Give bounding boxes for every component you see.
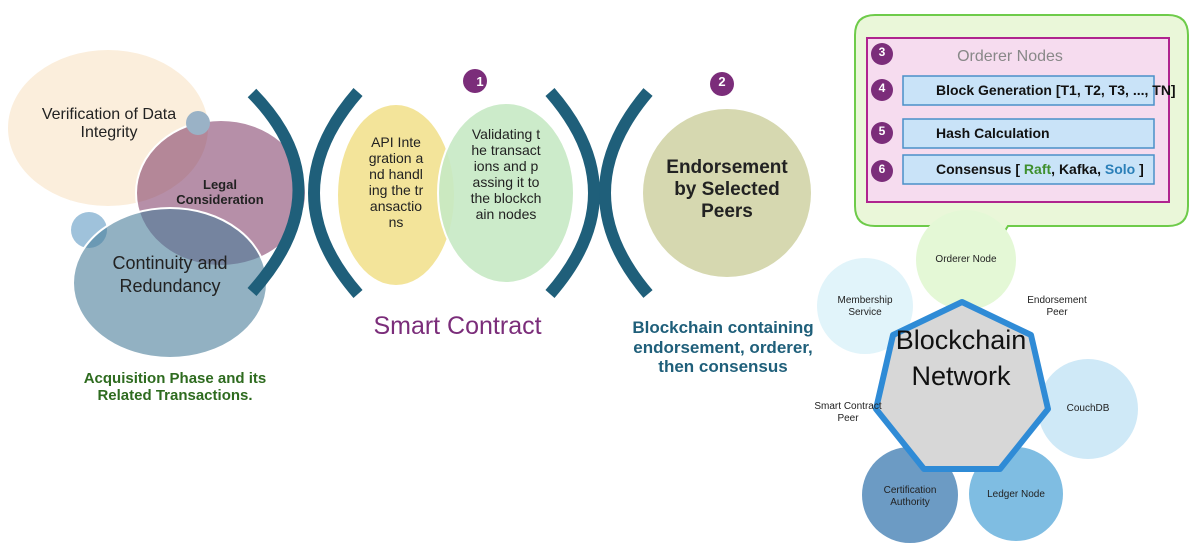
validate-label: Validating the transactions and passing … <box>470 126 542 223</box>
badge-3-label: 3 <box>878 45 886 59</box>
membership-node-label: Membership Service <box>837 295 893 318</box>
smart-contract-left-bracket <box>308 88 363 298</box>
endorsement-label: Endorsement by Selected Peers <box>666 157 788 222</box>
step-block-generation: Block Generation [T1, T2, T3, ..., TN] <box>936 82 1176 98</box>
badge-6-label: 6 <box>878 162 886 176</box>
badge-4-label: 4 <box>878 81 886 95</box>
badge-5 <box>871 122 893 144</box>
validate-ellipse <box>437 102 575 284</box>
endorsement-caption: Blockchain containing endorsement, order… <box>632 318 814 377</box>
api-label: API Integration and handling the transac… <box>368 134 424 231</box>
small-bubble-top <box>186 111 210 135</box>
badge-5-label: 5 <box>878 124 886 138</box>
acquisition-right-bracket <box>247 88 305 296</box>
step-box-block-generation <box>902 75 1155 106</box>
orderer-node-circle <box>916 210 1016 310</box>
endorsement-peer-node-circle <box>1012 257 1104 349</box>
membership-node-circle <box>817 258 913 354</box>
step-consensus: Consensus [ Raft, Kafka, Solo ] <box>936 161 1144 177</box>
badge-4 <box>871 79 893 101</box>
legal-label: Legal Consideration <box>176 177 264 207</box>
ca-node-label: Certification Authority <box>883 485 937 508</box>
step-box-hash <box>902 118 1155 149</box>
badge-1 <box>463 69 487 93</box>
consensus-option-raft: Raft <box>1023 161 1052 177</box>
blockchain-network-label: Blockchain Network <box>895 325 1027 392</box>
endorsement-peer-node-label: Endorsement Peer <box>1027 295 1087 318</box>
ledger-node-label: Ledger Node <box>987 489 1045 500</box>
acquisition-caption: Acquisition Phase and its Related Transa… <box>83 370 267 405</box>
orderer-node-label: Orderer Node <box>935 254 997 265</box>
blockchain-network-hexagon <box>873 299 1051 472</box>
badge-2-label: 2 <box>718 74 726 89</box>
smart-contract-caption: Smart Contract <box>373 312 542 340</box>
orderer-panel-title: Orderer Nodes <box>957 48 1063 65</box>
step-block-generation-label: Block Generation <box>936 82 1052 98</box>
badge-2 <box>710 72 734 96</box>
step-consensus-label: Consensus <box>936 161 1012 177</box>
verification-label: Verification of Data Integrity <box>41 106 177 142</box>
couchdb-node-circle <box>1038 359 1138 459</box>
step-hash-label: Hash Calculation <box>936 125 1050 141</box>
continuity-label: Continuity and Redundancy <box>112 253 228 297</box>
smart-contract-peer-node-label: Smart Contract Peer <box>814 401 882 424</box>
badge-1-label: 1 <box>476 74 484 89</box>
badge-3 <box>871 43 893 65</box>
consensus-option-solo: Solo <box>1104 161 1136 177</box>
consensus-option-kafka: Kafka <box>1058 161 1098 177</box>
smart-contract-right-bracket <box>545 88 600 298</box>
step-block-generation-formula: [T1, T2, T3, ..., TN] <box>1055 82 1176 98</box>
badge-6 <box>871 160 893 182</box>
api-ellipse <box>338 105 454 285</box>
couchdb-node-label: CouchDB <box>1066 403 1110 414</box>
smart-contract-peer-node-circle <box>805 366 897 458</box>
endorsement-circle <box>643 109 811 277</box>
step-box-consensus <box>902 154 1155 185</box>
endorsement-left-bracket <box>599 88 653 298</box>
